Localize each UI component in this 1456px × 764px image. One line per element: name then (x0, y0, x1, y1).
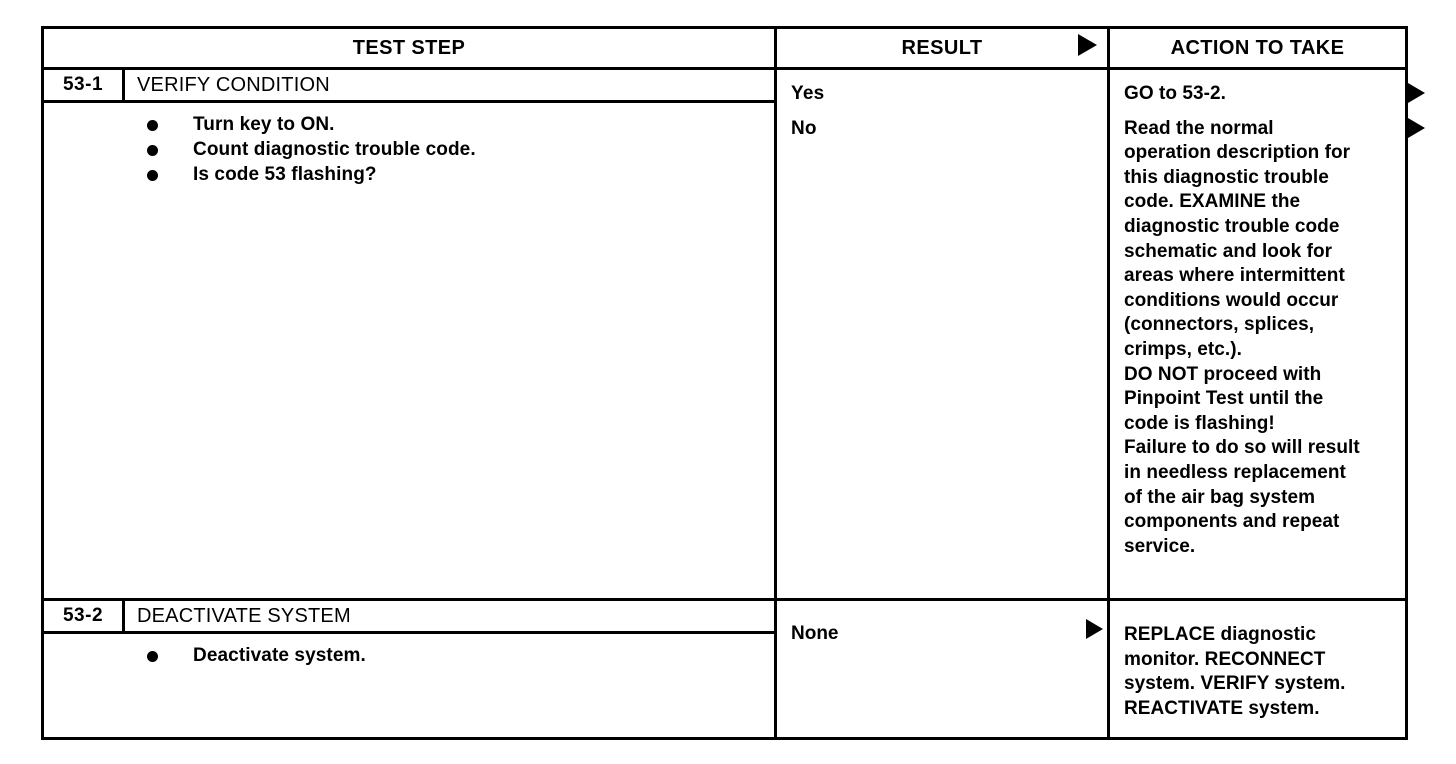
right-triangle-arrow-icon (1078, 34, 1097, 62)
action-line: components and repeat (1124, 511, 1340, 533)
action-line: schematic and look for (1124, 240, 1333, 262)
action-line: system. VERIFY system. (1124, 673, 1346, 695)
column-header-result: RESULT (774, 26, 1110, 70)
result-label: None (791, 623, 839, 644)
column-header-action-label: ACTION TO TAKE (1170, 36, 1345, 59)
action-line: (connectors, splices, (1124, 314, 1315, 336)
step-body: Turn key to ON. Count diagnostic trouble… (44, 103, 774, 187)
list-item-label: Count diagnostic trouble code. (193, 139, 476, 160)
right-triangle-arrow-icon (1086, 619, 1103, 645)
result-label: Yes (791, 83, 825, 104)
list-item: Count diagnostic trouble code. (147, 137, 774, 162)
bullet-dot-icon (147, 651, 158, 662)
action-line: service. (1124, 535, 1196, 557)
result-row-yes: Yes (791, 83, 1425, 118)
action-line: code. EXAMINE the (1124, 191, 1301, 213)
action-line: conditions would occur (1124, 289, 1339, 311)
result-row-none: None (777, 601, 1107, 645)
action-line: diagnostic trouble code (1124, 215, 1340, 237)
step-header: 53-1 VERIFY CONDITION (44, 70, 774, 103)
action-block-none: REPLACE diagnostic monitor. RECONNECT sy… (1110, 601, 1405, 731)
column-header-test-step: TEST STEP (41, 26, 777, 70)
step-header: 53-2 DEACTIVATE SYSTEM (44, 601, 774, 634)
column-header-action: ACTION TO TAKE (1107, 26, 1408, 70)
action-line: of the air bag system (1124, 486, 1316, 508)
action-line: this diagnostic trouble (1124, 166, 1329, 188)
list-item: Deactivate system. (147, 643, 774, 668)
action-line: operation description for (1124, 142, 1351, 164)
action-line: REPLACE diagnostic (1124, 624, 1316, 645)
action-line: Pinpoint Test until the (1124, 388, 1324, 410)
test-step-cell: 53-2 DEACTIVATE SYSTEM Deactivate system… (41, 598, 777, 740)
action-line: DO NOT proceed with (1124, 363, 1322, 385)
action-block-yes: GO to 53-2. Read the normal operation de… (1110, 70, 1405, 569)
step-number: 53-1 (44, 70, 125, 100)
step-body: Deactivate system. (44, 634, 774, 668)
action-line: code is flashing! (1124, 412, 1275, 434)
table-row: 53-1 VERIFY CONDITION Turn key to ON. (41, 67, 1425, 601)
pinpoint-test-table: TEST STEP RESULT ACTION TO TAKE (41, 26, 1425, 740)
list-item: Is code 53 flashing? (147, 162, 774, 187)
result-label: No (791, 118, 817, 139)
test-step-cell: 53-1 VERIFY CONDITION Turn key to ON. (41, 67, 777, 601)
action-line: crimps, etc.). (1124, 338, 1242, 360)
action-line: Failure to do so will result (1124, 437, 1360, 459)
step-title: DEACTIVATE SYSTEM (137, 605, 351, 627)
action-line: monitor. RECONNECT (1124, 648, 1326, 670)
column-header-result-label: RESULT (901, 36, 983, 59)
action-cell: REPLACE diagnostic monitor. RECONNECT sy… (1107, 598, 1408, 740)
step-bullet-list: Turn key to ON. Count diagnostic trouble… (44, 112, 774, 187)
column-header-test-step-label: TEST STEP (352, 36, 466, 59)
action-cell: GO to 53-2. Read the normal operation de… (1107, 67, 1408, 601)
list-item-label: Deactivate system. (193, 645, 366, 666)
action-line: REACTIVATE system. (1124, 697, 1320, 719)
list-item-label: Turn key to ON. (193, 114, 335, 135)
result-row-no: No (791, 118, 1425, 153)
list-item-label: Is code 53 flashing? (193, 164, 377, 185)
table-row: 53-2 DEACTIVATE SYSTEM Deactivate system… (41, 598, 1408, 740)
bullet-dot-icon (147, 170, 158, 181)
action-line: areas where intermittent (1124, 265, 1345, 287)
result-cell: None (774, 598, 1110, 740)
right-triangle-arrow-icon (1408, 83, 1425, 109)
step-number: 53-2 (44, 601, 125, 631)
action-line: Read the normal (1124, 117, 1274, 139)
result-cell: Yes No (774, 67, 1425, 601)
bullet-dot-icon (147, 145, 158, 156)
step-title: VERIFY CONDITION (137, 74, 330, 96)
list-item: Turn key to ON. (147, 112, 774, 137)
table-header-row: TEST STEP RESULT ACTION TO TAKE (41, 26, 1408, 70)
step-bullet-list: Deactivate system. (44, 643, 774, 668)
result-list: Yes No (777, 70, 1425, 153)
spacer (1124, 107, 1399, 117)
bullet-dot-icon (147, 120, 158, 131)
action-line: in needless replacement (1124, 461, 1346, 483)
action-line: GO to 53-2. (1124, 83, 1226, 104)
right-triangle-arrow-icon (1408, 118, 1425, 144)
